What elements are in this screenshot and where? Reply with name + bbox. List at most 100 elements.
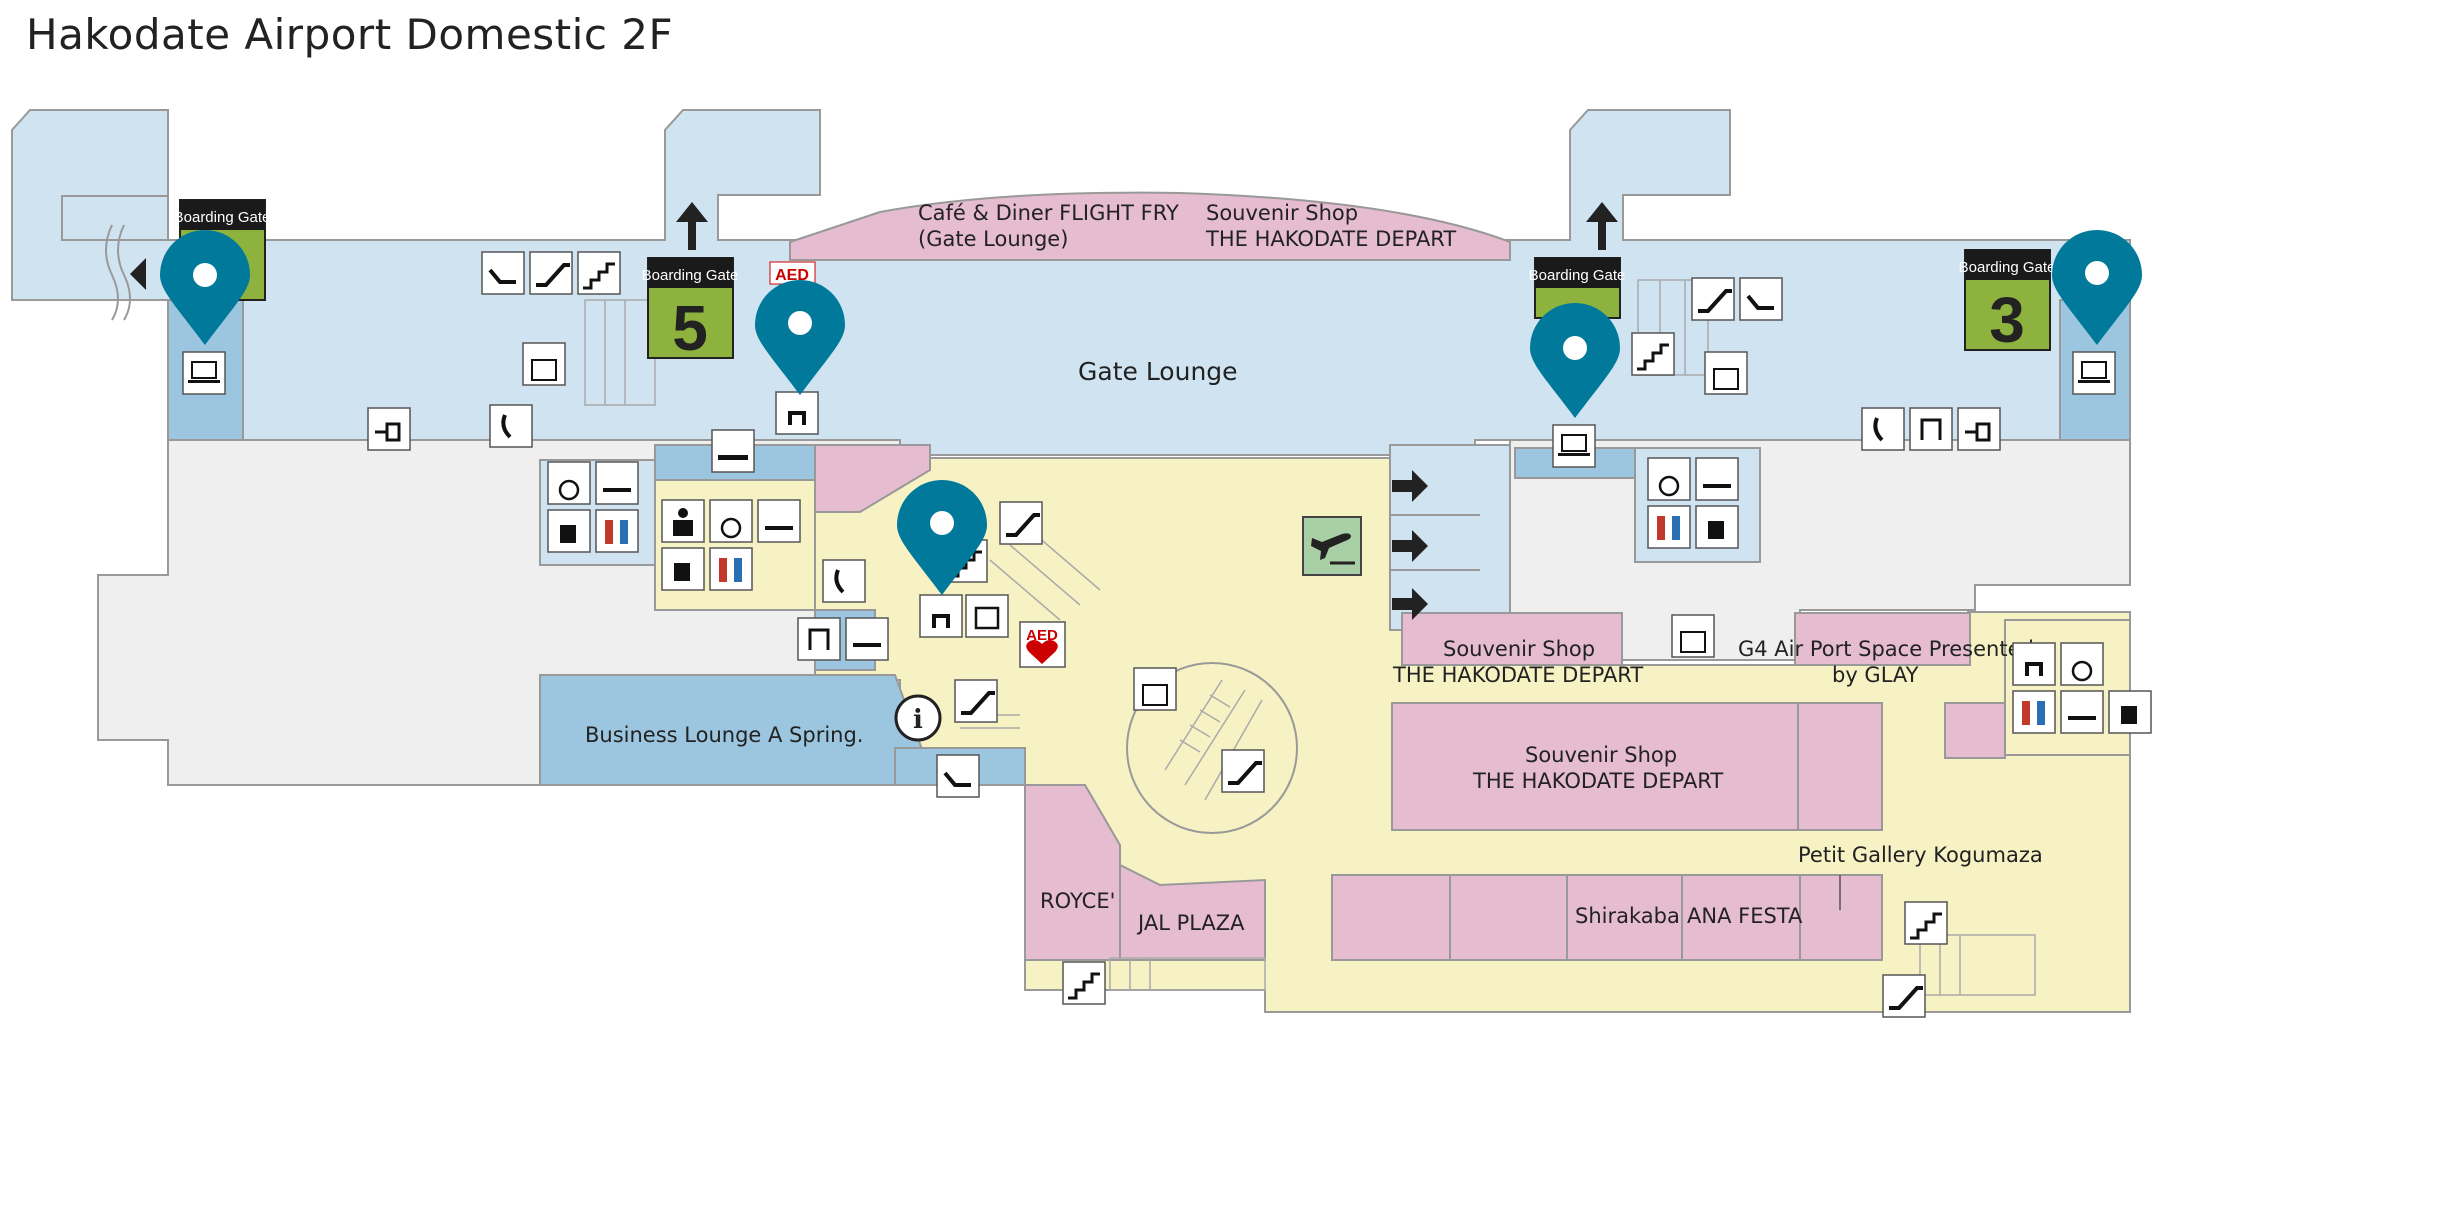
elevator-icon[interactable] (1671, 614, 1715, 658)
elevator-icon[interactable] (1133, 667, 1177, 711)
souvenir-mid-label-1: Souvenir Shop (1443, 637, 1595, 661)
g4-label-1: G4 Air Port Space Presented (1738, 637, 2034, 661)
smoking-room-icon[interactable] (711, 429, 755, 473)
locker-icon[interactable] (965, 594, 1009, 638)
petit-gallery-label: Petit Gallery Kogumaza (1798, 843, 2043, 867)
telephone-icon[interactable] (1861, 407, 1905, 451)
telephone-icon[interactable] (489, 404, 533, 448)
cafe-shop (789, 191, 1511, 261)
page-title: Hakodate Airport Domestic 2F (26, 10, 674, 59)
g4-label-2: by GLAY (1832, 663, 1919, 687)
wheelchair-icon[interactable] (547, 461, 591, 505)
water-fountain-icon[interactable] (1909, 407, 1953, 451)
svg-text:Boarding Gate: Boarding Gate (642, 267, 739, 284)
svg-text:Boarding Gate: Boarding Gate (174, 209, 271, 226)
stairs-icon[interactable] (1062, 961, 1106, 1005)
souvenir-top-label-2: THE HAKODATE DEPART (1205, 227, 1456, 251)
svg-text:AED: AED (1026, 627, 1058, 644)
laptop-icon[interactable] (2072, 351, 2116, 395)
souvenir-shop-mid (1401, 612, 1623, 666)
escalator-down-icon[interactable] (529, 251, 573, 295)
shirakaba-label: Shirakaba (1575, 904, 1680, 928)
jal-plaza-shop (1119, 863, 1266, 961)
massage-chair-icon[interactable] (919, 594, 963, 638)
gate-lounge-area (11, 109, 2131, 456)
royce-label: ROYCE' (1040, 889, 1115, 913)
cafe-label-2: (Gate Lounge) (918, 227, 1068, 251)
water-fountain-icon[interactable] (797, 617, 841, 661)
jal-plaza-label: JAL PLAZA (1136, 911, 1245, 935)
shop-row (1331, 874, 1883, 961)
location-pin-icon[interactable] (897, 480, 987, 595)
restroom-icon[interactable] (1647, 505, 1691, 549)
svg-text:Boarding Gate: Boarding Gate (1959, 259, 2056, 276)
restroom-icon[interactable] (2012, 690, 2056, 734)
escalator-down-icon[interactable] (1691, 277, 1735, 321)
gate-lounge-label: Gate Lounge (1078, 357, 1238, 386)
reclining-seat-icon[interactable] (936, 754, 980, 798)
cafe-label-1: Café & Diner FLIGHT FRY (918, 201, 1179, 225)
restroom-icon[interactable] (709, 547, 753, 591)
location-pin-icon[interactable] (1530, 303, 1620, 418)
departure-icon (1302, 516, 1362, 576)
souvenir-top-label-1: Souvenir Shop (1206, 201, 1358, 225)
restroom-icon[interactable] (595, 509, 639, 553)
family-toilet-icon[interactable] (2108, 690, 2152, 734)
souvenir-shop-main (1391, 702, 1883, 831)
boarding-gate-badge-5[interactable]: Boarding Gate 5 (642, 257, 739, 364)
reclining-seat-icon[interactable] (1739, 277, 1783, 321)
reclining-seat-icon[interactable] (481, 251, 525, 295)
svg-text:5: 5 (672, 292, 708, 364)
ana-festa-label: ANA FESTA (1687, 904, 1803, 928)
location-pin-icon[interactable] (2052, 230, 2142, 345)
ostomate-icon[interactable] (661, 547, 705, 591)
business-lounge-label: Business Lounge A Spring. (585, 723, 864, 747)
power-outlet-icon[interactable] (1957, 407, 2001, 451)
massage-chair-icon[interactable] (2012, 642, 2056, 686)
stairs-icon[interactable] (577, 251, 621, 295)
escalator-up-icon[interactable] (1882, 974, 1926, 1018)
massage-chair-icon[interactable] (775, 391, 819, 435)
location-pin-icon[interactable] (160, 230, 250, 345)
souvenir-main-label-1: Souvenir Shop (1525, 743, 1677, 767)
wheelchair-icon[interactable] (1647, 457, 1691, 501)
boarding-gate-badge-4[interactable]: Boarding Gate (1529, 257, 1626, 319)
baby-changing-icon[interactable] (2060, 690, 2104, 734)
svg-text:AED: AED (775, 267, 809, 284)
nursing-room-icon[interactable] (661, 499, 705, 543)
svg-text:3: 3 (1989, 284, 2025, 356)
souvenir-main-label-2: THE HAKODATE DEPART (1472, 769, 1723, 793)
escalator-down-icon[interactable] (954, 679, 998, 723)
shop-small (814, 444, 931, 513)
stairs-icon[interactable] (1631, 332, 1675, 376)
telephone-icon[interactable] (822, 559, 866, 603)
escalator-up-icon[interactable] (1221, 749, 1265, 793)
laptop-icon[interactable] (182, 351, 226, 395)
family-toilet-icon[interactable] (1695, 505, 1739, 549)
baby-changing-icon[interactable] (595, 461, 639, 505)
direction-arrows (130, 202, 1618, 620)
power-outlet-icon[interactable] (367, 407, 411, 451)
elevator-icon[interactable] (1704, 351, 1748, 395)
baby-changing-icon[interactable] (845, 617, 889, 661)
central-escalator-well (1126, 662, 1298, 834)
wheelchair-icon[interactable] (2060, 642, 2104, 686)
baby-changing-icon[interactable] (757, 499, 801, 543)
location-pin-icon[interactable] (755, 280, 845, 395)
boarding-gate-badge-3[interactable]: Boarding Gate 3 (1959, 249, 2056, 356)
laptop-icon[interactable] (1552, 424, 1596, 468)
stairs-icon[interactable] (1904, 901, 1948, 945)
svg-text:Boarding Gate: Boarding Gate (1529, 267, 1626, 284)
g4-space (1794, 612, 1971, 666)
escalator-up-icon[interactable] (999, 501, 1043, 545)
aed-center[interactable]: AED (1019, 621, 1066, 668)
shop-far-east (1944, 702, 2006, 759)
souvenir-mid-label-2: THE HAKODATE DEPART (1392, 663, 1643, 687)
baby-changing-icon[interactable] (1695, 457, 1739, 501)
family-toilet-icon[interactable] (547, 509, 591, 553)
svg-text:i: i (913, 705, 923, 735)
info-icon[interactable]: i (894, 694, 942, 742)
elevator-icon[interactable] (522, 342, 566, 386)
wheelchair-icon[interactable] (709, 499, 753, 543)
